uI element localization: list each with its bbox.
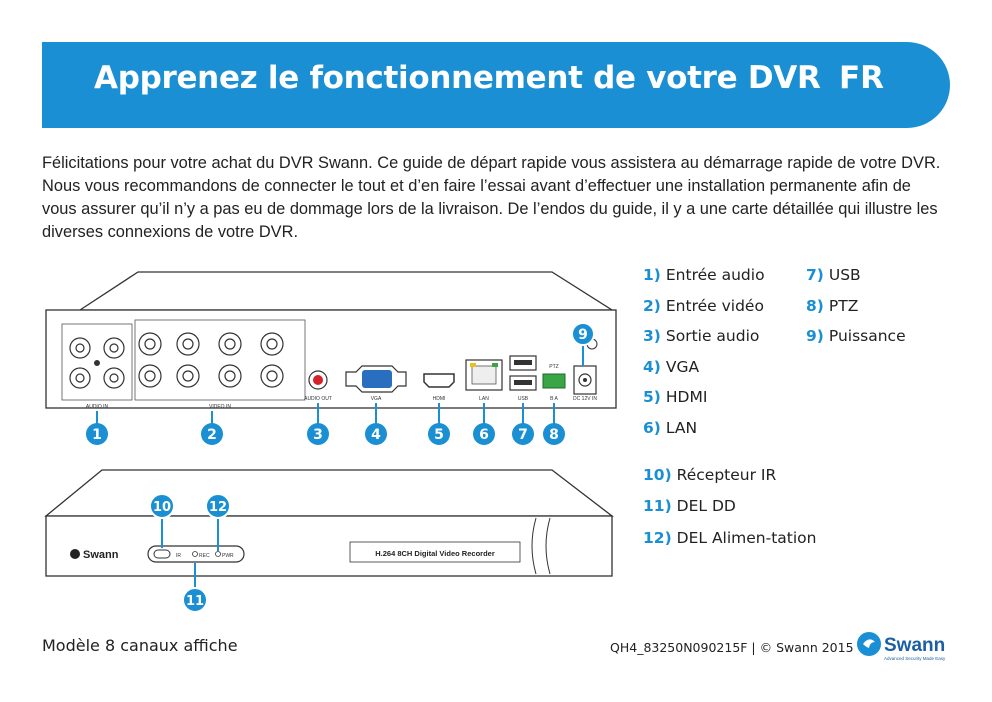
callout-12: 12 bbox=[209, 500, 227, 515]
rec-label: REC bbox=[199, 553, 210, 559]
legend-item: 6)LAN bbox=[643, 418, 698, 437]
swann-bird-icon bbox=[863, 639, 875, 648]
callout-5: 5 bbox=[434, 427, 444, 443]
document-code: QH4_83250N090215F | © Swann 2015 bbox=[610, 640, 854, 655]
vga-port-face bbox=[362, 370, 392, 388]
ir-receiver bbox=[153, 549, 171, 559]
audio-in-label: AUDIO IN bbox=[86, 404, 109, 410]
model-caption: Modèle 8 canaux affiche bbox=[42, 636, 238, 655]
page-title: Apprenez le fonctionnement de votre DVR bbox=[94, 60, 821, 96]
ptz-pins-label: B A bbox=[550, 396, 558, 402]
legend-item: 10)Récepteur IR bbox=[643, 466, 777, 484]
video-in-group bbox=[134, 319, 306, 401]
video-in-jacks bbox=[138, 332, 284, 388]
audio-in-jacks bbox=[69, 337, 125, 389]
legend-item: 3)Sortie audio bbox=[643, 327, 760, 345]
lan-socket bbox=[471, 365, 497, 385]
ptz-terminal bbox=[542, 373, 566, 389]
callout-3: 3 bbox=[313, 427, 323, 443]
callout-1: 1 bbox=[92, 427, 102, 443]
legend-front: 10)Récepteur IR 11)DEL DD 12)DEL Alimen-… bbox=[643, 466, 818, 558]
audio-out-label: AUDIO OUT bbox=[304, 396, 332, 402]
audio-out-jack-center bbox=[313, 375, 323, 385]
pwr-label: PWR bbox=[222, 553, 234, 559]
legend-item: 2)Entrée vidéo bbox=[643, 296, 764, 315]
callout-10: 10 bbox=[153, 500, 171, 515]
video-in-label: VIDEO IN bbox=[209, 404, 231, 410]
front-callout-leaders bbox=[161, 517, 219, 588]
callout-6: 6 bbox=[479, 427, 489, 443]
callout-8: 8 bbox=[549, 427, 559, 443]
rear-callouts bbox=[86, 322, 595, 445]
callout-4: 4 bbox=[371, 427, 381, 443]
lan-led-yellow bbox=[470, 363, 476, 367]
legend-item: 9)Puissance bbox=[806, 327, 906, 345]
callout-11: 11 bbox=[186, 594, 204, 609]
legend-item: 4)VGA bbox=[643, 357, 700, 376]
screw-icon bbox=[94, 360, 100, 366]
callout-7: 7 bbox=[518, 427, 528, 443]
swann-logo-icon bbox=[70, 549, 80, 559]
front-indicator-strip bbox=[147, 545, 245, 563]
pwr-led bbox=[215, 551, 221, 557]
legend-rear-left: 1)Entrée audio 2)Entrée vidéo 3)Sortie a… bbox=[643, 266, 765, 449]
usb-label: USB bbox=[518, 396, 529, 402]
swann-logo-tagline: Advanced Security Made Easy bbox=[884, 656, 946, 661]
swann-logo-text: Swann bbox=[884, 635, 945, 656]
legend-item: 11)DEL DD bbox=[643, 496, 736, 515]
ir-label: IR bbox=[176, 553, 181, 559]
lan-led-green bbox=[492, 363, 498, 367]
callout-2: 2 bbox=[207, 427, 217, 443]
title-banner: Apprenez le fonctionnement de votre DVR … bbox=[42, 42, 950, 128]
legend-rear-right: 7)USB 8)PTZ 9)Puissance bbox=[806, 266, 906, 358]
legend-item: 7)USB bbox=[806, 266, 861, 284]
model-text: H.264 8CH Digital Video Recorder bbox=[375, 549, 495, 558]
audio-in-group bbox=[61, 323, 133, 401]
hdmi-label: HDMI bbox=[433, 396, 446, 402]
front-grille bbox=[531, 517, 551, 575]
model-plate bbox=[349, 541, 521, 563]
lan-label: LAN bbox=[479, 396, 489, 402]
ptz-label: PTZ bbox=[549, 364, 558, 370]
power-jack-pin bbox=[583, 378, 587, 382]
usb-port-2-tongue bbox=[514, 380, 532, 385]
callout-9: 9 bbox=[578, 327, 588, 343]
front-top-panel bbox=[44, 469, 614, 517]
front-panel bbox=[45, 515, 613, 577]
power-label: DC 12V IN bbox=[573, 396, 597, 402]
intro-paragraph: Félicitations pour votre achat du DVR Sw… bbox=[42, 154, 941, 241]
usb-port-1-tongue bbox=[514, 360, 532, 365]
legend-item: 8)PTZ bbox=[806, 296, 859, 315]
vga-label: VGA bbox=[371, 396, 382, 402]
language-tag: FR bbox=[839, 60, 885, 96]
hdmi-port bbox=[423, 373, 455, 388]
rec-led bbox=[192, 551, 198, 557]
swann-logo: Swann Advanced Security Made Easy bbox=[857, 632, 946, 661]
front-brand: Swann bbox=[83, 549, 119, 561]
legend-item: 12)DEL Alimen-tation bbox=[643, 529, 817, 547]
rear-top-panel bbox=[77, 271, 615, 311]
front-callouts bbox=[149, 493, 231, 613]
dvr-diagram: AUDIO IN VIDEO IN AUDIO OUT VGA HDMI LAN… bbox=[44, 271, 617, 613]
legend-item: 1)Entrée audio bbox=[643, 266, 765, 284]
legend-item: 5)HDMI bbox=[643, 388, 708, 406]
